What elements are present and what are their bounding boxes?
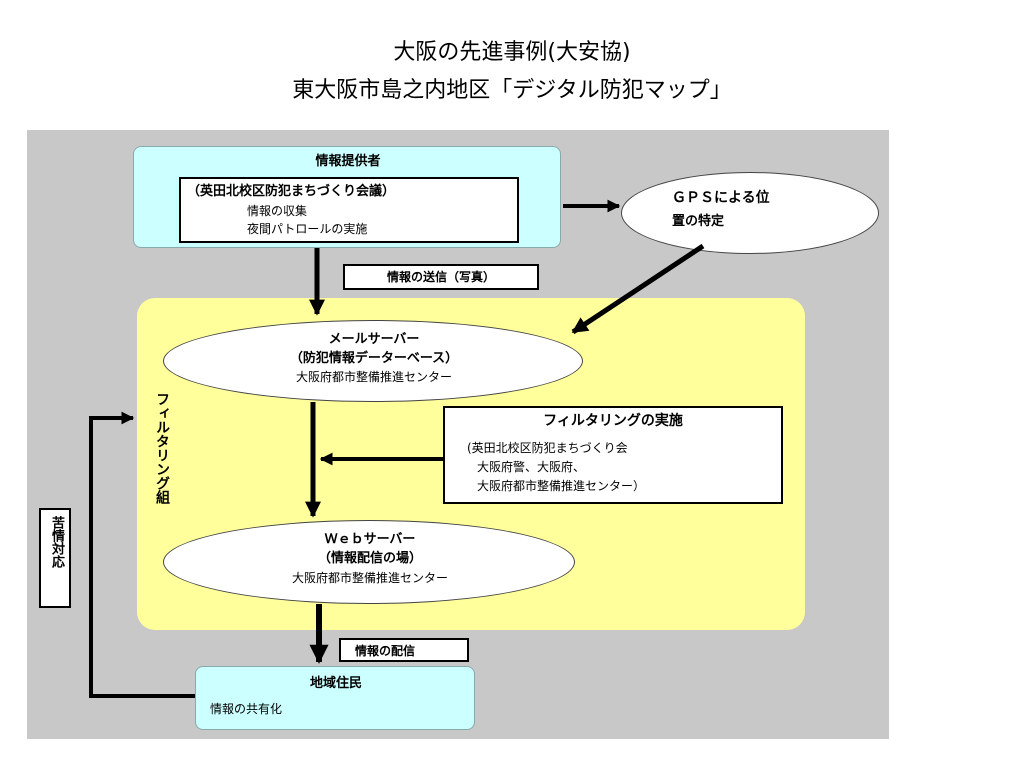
mail-server-subtitle: （防犯情報データーベース） [289, 351, 459, 366]
send-label: 情報の送信（写真） [343, 264, 539, 290]
provider-box: 情報提供者 （英田北校区防犯まちづくり会議） 情報の収集 夜間パトロールの実施 [133, 146, 561, 248]
slide-title-line2: 東大阪市島之内地区「デジタル防犯マップ」 [292, 78, 732, 103]
gps-line2: 置の特定 [672, 214, 725, 229]
provider-title: 情報提供者 [315, 154, 381, 169]
distribute-label: 情報の配信 [339, 638, 469, 662]
provider-item-collect: 情報の収集 [247, 204, 308, 218]
filtering-title: フィルタリングの実施 [543, 413, 683, 429]
complaint-handling-label: 苦情対応 [39, 508, 71, 608]
residents-item: 情報の共有化 [210, 702, 283, 716]
web-server-operator: 大阪府都市整備推進センター [291, 571, 448, 585]
flow-arrows [89, 199, 705, 698]
mail-server-ellipse: メールサーバー （防犯情報データーベース） 大阪府都市整備推進センター [163, 320, 583, 402]
digital-crime-map-diagram: 情報提供者 （英田北校区防犯まちづくり会議） 情報の収集 夜間パトロールの実施 … [27, 130, 889, 739]
residents-box: 地域住民 情報の共有化 [195, 666, 475, 730]
web-server-ellipse: Ｗｅｂサーバー （情報配信の場） 大阪府都市整備推進センター [163, 520, 575, 604]
arrow-residents-feedback [89, 411, 195, 698]
provider-org: （英田北校区防犯まちづくり会議） [187, 184, 396, 199]
slide-title-line1: 大阪の先進事例(大安協) [393, 40, 631, 65]
filtering-group-label: フィルタリング組 [154, 392, 170, 504]
mail-server-operator: 大阪府都市整備推進センター [295, 370, 452, 384]
mail-server-title: メールサーバー [328, 332, 420, 347]
filtering-line1: (英田北校区防犯まちづくり会 [467, 441, 628, 455]
filtering-line2: 大阪府警、大阪府、 [477, 460, 586, 474]
provider-item-patrol: 夜間パトロールの実施 [247, 222, 368, 236]
web-server-subtitle: （情報配信の場） [317, 551, 422, 566]
residents-title: 地域住民 [309, 676, 362, 691]
gps-location-ellipse: ＧＰＳによる位 置の特定 [621, 172, 879, 254]
filtering-line3: 大阪府都市整備推進センター） [477, 479, 646, 493]
gps-line1: ＧＰＳによる位 [672, 190, 770, 206]
arrow-gps-to-mail [571, 243, 705, 335]
provider-org-box: （英田北校区防犯まちづくり会議） 情報の収集 夜間パトロールの実施 [179, 177, 519, 243]
filtering-box: フィルタリングの実施 (英田北校区防犯まちづくり会 大阪府警、大阪府、 大阪府都… [443, 406, 783, 504]
web-server-title: Ｗｅｂサーバー [324, 532, 416, 547]
